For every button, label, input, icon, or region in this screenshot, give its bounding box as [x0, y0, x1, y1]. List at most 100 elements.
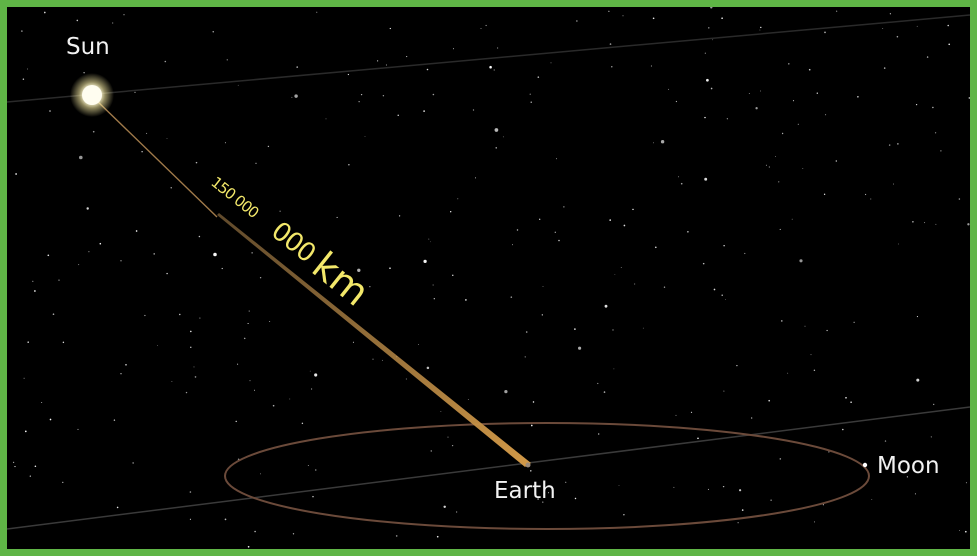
- star: [153, 253, 155, 255]
- star: [21, 30, 23, 32]
- star: [530, 424, 533, 427]
- star: [189, 491, 192, 493]
- star: [389, 27, 391, 30]
- star: [465, 299, 467, 301]
- star: [88, 251, 90, 253]
- star: [235, 420, 237, 423]
- star: [965, 482, 967, 484]
- star: [405, 378, 407, 380]
- star: [12, 461, 15, 464]
- star: [804, 325, 806, 327]
- star: [360, 93, 363, 96]
- star: [779, 228, 781, 230]
- star: [814, 521, 815, 523]
- star: [710, 7, 713, 9]
- star: [62, 341, 65, 344]
- star: [397, 114, 399, 116]
- star: [542, 286, 544, 287]
- star: [574, 497, 577, 500]
- star: [213, 252, 217, 257]
- star: [884, 440, 887, 442]
- star: [632, 208, 634, 211]
- star: [272, 404, 275, 407]
- star: [932, 106, 934, 109]
- star: [870, 198, 872, 200]
- star: [723, 486, 725, 488]
- star: [597, 382, 599, 385]
- moon-label: Moon: [877, 453, 940, 479]
- star: [697, 437, 699, 440]
- star: [912, 220, 914, 223]
- star: [652, 142, 654, 144]
- star: [494, 128, 499, 132]
- star: [198, 235, 201, 238]
- star: [915, 103, 918, 106]
- star: [853, 321, 855, 323]
- star: [712, 39, 714, 41]
- star: [58, 279, 60, 281]
- star: [609, 43, 612, 45]
- star: [813, 369, 816, 372]
- star: [120, 373, 122, 375]
- star: [550, 62, 552, 64]
- star: [267, 145, 270, 148]
- star: [195, 161, 198, 164]
- star: [78, 264, 80, 266]
- star: [185, 391, 188, 394]
- star: [765, 164, 767, 166]
- star: [723, 245, 725, 247]
- star: [480, 28, 482, 29]
- star: [47, 254, 50, 257]
- star: [725, 299, 726, 300]
- star: [835, 160, 837, 162]
- star: [382, 94, 385, 97]
- star: [871, 499, 873, 500]
- star: [759, 29, 761, 31]
- star: [845, 396, 847, 399]
- star: [958, 198, 961, 200]
- star: [389, 267, 391, 269]
- star: [254, 530, 256, 533]
- star: [83, 71, 85, 74]
- star: [398, 215, 401, 217]
- star: [530, 101, 532, 103]
- star: [146, 132, 148, 134]
- star: [668, 88, 670, 90]
- star: [166, 272, 168, 275]
- star: [423, 110, 425, 112]
- star: [704, 52, 706, 54]
- star: [598, 433, 600, 435]
- star: [721, 294, 723, 297]
- star: [914, 493, 916, 495]
- star: [49, 110, 51, 112]
- star: [27, 68, 29, 70]
- star: [426, 68, 429, 71]
- star: [510, 296, 513, 298]
- star: [495, 147, 497, 149]
- star: [614, 273, 616, 275]
- star: [502, 136, 504, 138]
- star: [542, 501, 544, 503]
- star: [896, 35, 899, 38]
- star: [251, 252, 253, 254]
- star: [296, 66, 299, 68]
- star: [634, 283, 636, 285]
- star: [436, 535, 439, 538]
- star: [791, 218, 793, 220]
- star: [157, 345, 158, 346]
- star: [456, 511, 458, 513]
- star: [726, 118, 728, 120]
- star: [166, 138, 168, 139]
- star: [452, 48, 455, 50]
- star: [967, 223, 970, 226]
- star: [32, 280, 34, 282]
- star: [112, 22, 114, 24]
- star: [959, 530, 960, 531]
- star: [828, 451, 830, 453]
- star: [608, 10, 610, 12]
- star: [457, 198, 459, 200]
- star: [857, 95, 859, 98]
- star: [259, 277, 262, 279]
- star: [768, 399, 771, 402]
